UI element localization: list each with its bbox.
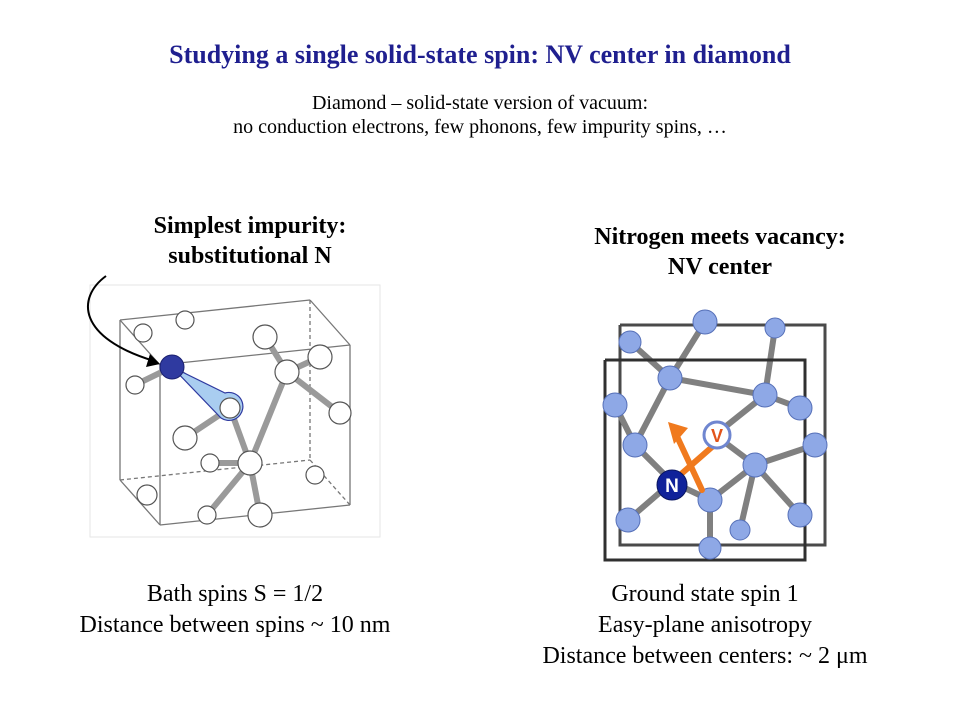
- carbon-sphere: [764, 317, 786, 339]
- right-heading-line-1: Nitrogen meets vacancy:: [594, 224, 846, 250]
- slide-title: Studying a single solid-state spin: NV c…: [169, 40, 791, 69]
- subtitle-line-2: no conduction electrons, few phonons, fe…: [233, 116, 727, 138]
- carbon-atom: [305, 465, 325, 485]
- carbon-atoms: [125, 310, 352, 528]
- carbon-sphere: [742, 452, 768, 478]
- left-heading: Simplest impurity: substitutional N: [100, 211, 400, 271]
- carbon-atom: [200, 453, 220, 473]
- nitrogen-site: N: [656, 469, 688, 501]
- right-heading-line-2: NV center: [667, 254, 773, 280]
- carbon-atom: [307, 344, 333, 370]
- carbon-atom: [219, 397, 241, 419]
- carbon-sphere: [697, 487, 723, 513]
- carbon-atom: [125, 375, 145, 395]
- carbon-atom: [175, 310, 195, 330]
- nitrogen-label: N: [665, 476, 679, 497]
- right-caption-line-1: Ground state spin 1: [611, 581, 799, 607]
- subtitle: Diamond – solid-state version of vacuum:…: [0, 91, 960, 139]
- nv-cube-back: [618, 323, 827, 547]
- carbon-sphere: [729, 519, 751, 541]
- right-caption: Ground state spin 1 Easy-plane anisotrop…: [470, 579, 940, 672]
- carbon-atom: [328, 401, 352, 425]
- left-caption-line-2: Distance between spins ~ 10 nm: [79, 612, 391, 638]
- vacancy-site: V: [702, 420, 732, 450]
- carbon-sphere: [692, 309, 718, 335]
- carbon-atom: [172, 425, 198, 451]
- vacancy-label: V: [711, 426, 723, 446]
- carbon-atom: [133, 323, 153, 343]
- carbon-atom: [247, 502, 273, 528]
- right-caption-line-2: Easy-plane anisotropy: [598, 612, 812, 638]
- carbon-sphere: [787, 502, 813, 528]
- carbon-sphere: [657, 365, 683, 391]
- left-heading-line-2: substitutional N: [168, 243, 332, 269]
- right-heading: Nitrogen meets vacancy: NV center: [560, 222, 880, 282]
- carbon-sphere: [615, 507, 641, 533]
- subtitle-line-1: Diamond – solid-state version of vacuum:: [311, 92, 649, 114]
- left-caption-line-1: Bath spins S = 1/2: [146, 581, 324, 607]
- carbon-atom: [136, 484, 158, 506]
- carbon-sphere: [752, 382, 778, 408]
- carbon-sphere: [602, 392, 628, 418]
- left-heading-line-1: Simplest impurity:: [153, 213, 347, 239]
- carbon-sphere: [622, 432, 648, 458]
- carbon-sphere: [698, 536, 722, 560]
- carbon-atom: [274, 359, 300, 385]
- carbon-atom: [237, 450, 263, 476]
- carbon-atom: [252, 324, 278, 350]
- nv-cube-front: [603, 358, 807, 562]
- left-caption: Bath spins S = 1/2 Distance between spin…: [10, 579, 460, 641]
- nitrogen-impurity-atom: [159, 354, 185, 380]
- carbon-sphere: [618, 330, 642, 354]
- carbon-sphere: [802, 432, 828, 458]
- right-caption-line-3: Distance between centers: ~ 2 μm: [542, 643, 868, 669]
- impurity-pointer-arrow: [86, 275, 160, 367]
- diamond-lattice-figure: [89, 284, 381, 538]
- nv-center-figure: V N: [602, 309, 828, 562]
- nv-carbon-atoms: [602, 309, 828, 560]
- carbon-atom: [197, 505, 217, 525]
- carbon-sphere: [787, 395, 813, 421]
